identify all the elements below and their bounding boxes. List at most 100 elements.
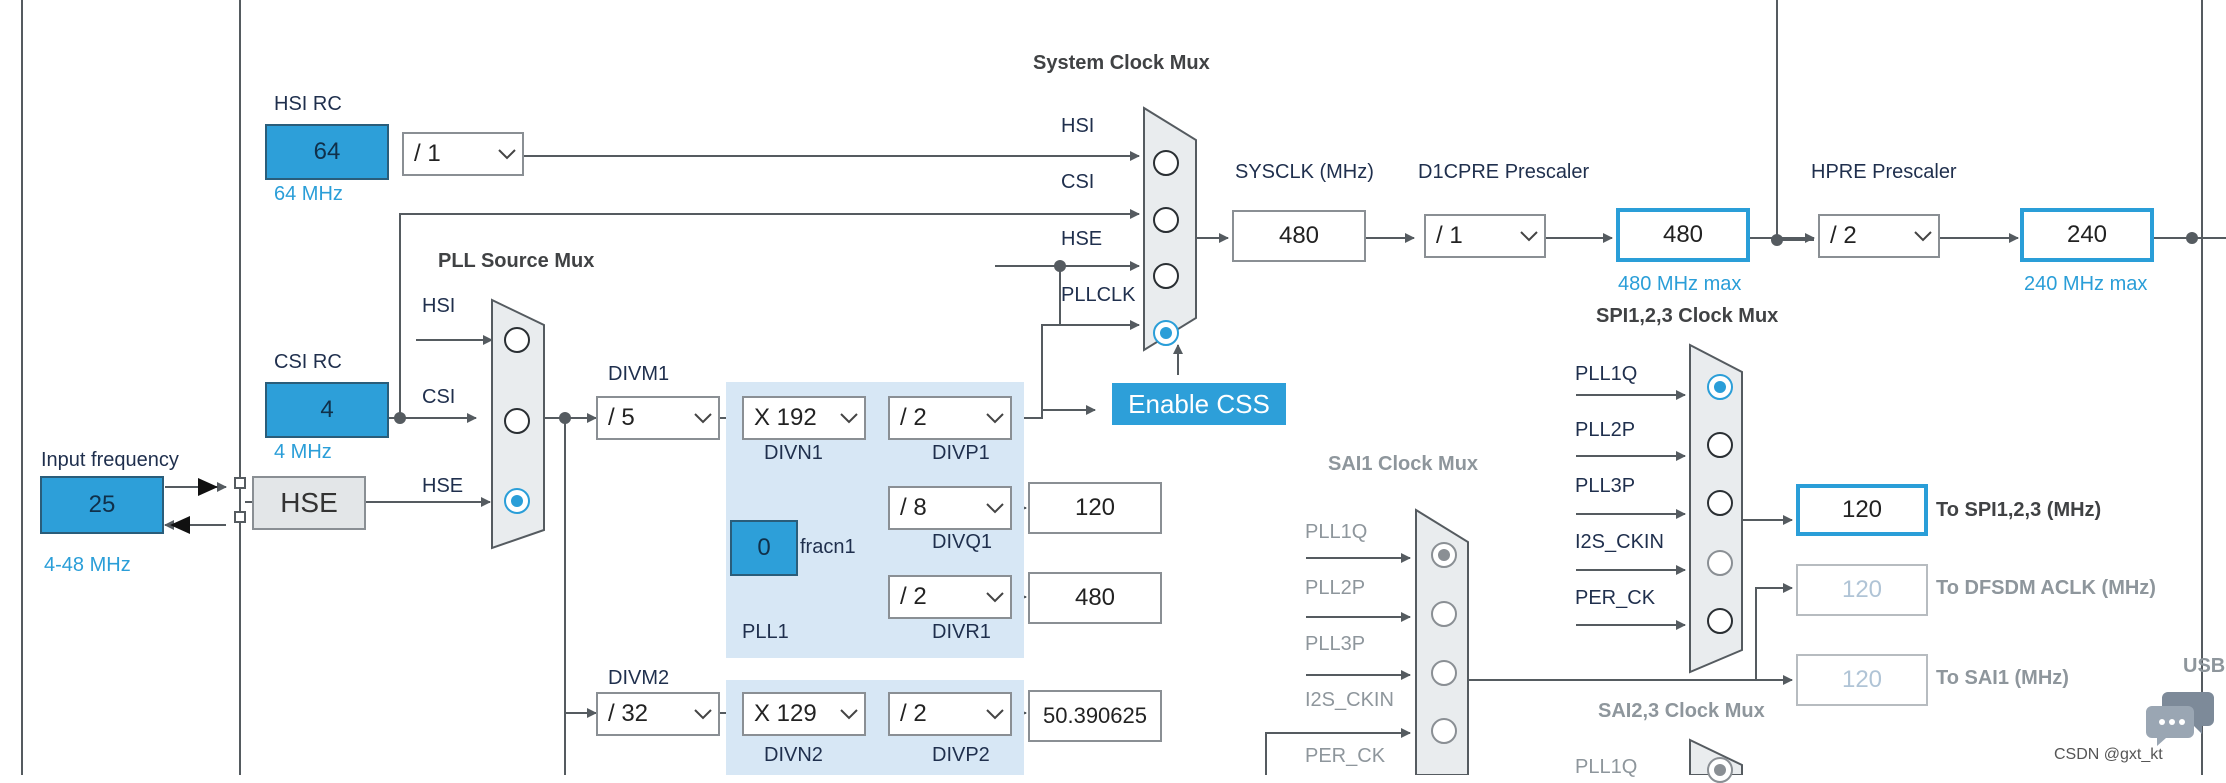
sys-mux-radio-csi[interactable] <box>1153 207 1179 233</box>
hsi-divider-select[interactable]: / 1 <box>402 132 524 176</box>
input-frequency-range: 4-48 MHz <box>44 554 131 576</box>
dfsdm-output-value[interactable]: 120 <box>1796 564 1928 616</box>
sai1-mux-input-i2s-ckin: I2S_CKIN <box>1305 689 1394 711</box>
sai23-mux-radio-pll1q[interactable] <box>1707 757 1733 783</box>
hse-oscillator-box[interactable]: HSE <box>252 476 366 530</box>
sys-mux-input-csi: CSI <box>1061 171 1095 193</box>
spi-mux-radio-pll3p[interactable] <box>1707 490 1733 516</box>
pll-mux-radio-hsi[interactable] <box>504 327 530 353</box>
input-frequency-value[interactable]: 25 <box>40 476 164 534</box>
spi-mux-radio-i2s-ckin[interactable] <box>1707 550 1733 576</box>
spi-mux-input-pll2p: PLL2P <box>1575 419 1636 441</box>
sai1-mux-radio-pll2p[interactable] <box>1431 601 1457 627</box>
sysclk-title: SYSCLK (MHz) <box>1235 161 1374 183</box>
divm2-value: / 32 <box>608 700 649 727</box>
sys-mux-input-hsi: HSI <box>1061 115 1095 137</box>
hpre-divider-select[interactable]: / 2 <box>1818 214 1940 258</box>
csi-rc-value[interactable]: 4 <box>265 382 389 438</box>
spi-mux-radio-pll2p[interactable] <box>1707 432 1733 458</box>
spi-mux-input-per-ck: PER_CK <box>1575 587 1656 609</box>
sys-mux-radio-hse[interactable] <box>1153 263 1179 289</box>
hsi-divider-value: / 1 <box>414 140 441 167</box>
pll1-label: PLL1 <box>742 621 789 643</box>
pll-mux-input-csi: CSI <box>422 386 456 408</box>
fracn1-value[interactable]: 0 <box>730 520 798 576</box>
spi-output-value[interactable]: 120 <box>1796 484 1928 536</box>
spi-output-label: To SPI1,2,3 (MHz) <box>1936 499 2102 521</box>
divn1-value: X 192 <box>754 404 817 431</box>
d1cpre-title: D1CPRE Prescaler <box>1418 161 1590 183</box>
chevron-down-icon <box>688 694 718 734</box>
divn2-value: X 129 <box>754 700 817 727</box>
sys-mux-input-hse: HSE <box>1061 228 1103 250</box>
dfsdm-output-label: To DFSDM ACLK (MHz) <box>1936 577 2156 599</box>
chevron-down-icon <box>688 398 718 438</box>
hsi-rc-value[interactable]: 64 <box>265 124 389 180</box>
pll1q-output-value[interactable]: 120 <box>1028 482 1162 534</box>
divp1-value: / 2 <box>900 404 927 431</box>
divn2-select[interactable]: X 129 <box>742 692 866 736</box>
d1cpre-divider-value: / 1 <box>1436 222 1463 249</box>
spi-mux-input-i2s-ckin: I2S_CKIN <box>1575 531 1664 553</box>
divm1-select[interactable]: / 5 <box>596 396 720 440</box>
hpre-max: 240 MHz max <box>2024 273 2148 295</box>
divm1-value: / 5 <box>608 404 635 431</box>
sai1-output-label: To SAI1 (MHz) <box>1936 667 2069 689</box>
usb-partial-title: USB <box>2183 655 2226 677</box>
fracn1-label: fracn1 <box>800 536 856 558</box>
enable-css-button[interactable]: Enable CSS <box>1112 383 1286 425</box>
divp2-select[interactable]: / 2 <box>888 692 1012 736</box>
pll1r-output-value[interactable]: 480 <box>1028 572 1162 624</box>
divp2-value: / 2 <box>900 700 927 727</box>
sai1-output-value[interactable]: 120 <box>1796 654 1928 706</box>
divp2-label: DIVP2 <box>932 744 990 766</box>
pll2p-output-value[interactable]: 50.390625 <box>1028 690 1162 742</box>
divn1-select[interactable]: X 192 <box>742 396 866 440</box>
sysclk-value[interactable]: 480 <box>1232 210 1366 262</box>
chevron-down-icon <box>1514 216 1544 256</box>
sai23-clock-mux-title: SAI2,3 Clock Mux <box>1598 700 1765 722</box>
sys-mux-radio-pllclk[interactable] <box>1153 320 1179 346</box>
spi-mux-radio-pll1q[interactable] <box>1707 374 1733 400</box>
pll-mux-radio-hse[interactable] <box>504 488 530 514</box>
divr1-select[interactable]: / 2 <box>888 575 1012 619</box>
spi-mux-input-pll1q: PLL1Q <box>1575 363 1638 385</box>
chat-bubble-icon[interactable] <box>2146 688 2216 748</box>
system-clock-mux-title: System Clock Mux <box>1033 52 1210 74</box>
hpre-title: HPRE Prescaler <box>1811 161 1957 183</box>
sai1-mux-radio-i2s-ckin[interactable] <box>1431 718 1457 744</box>
divp1-select[interactable]: / 2 <box>888 396 1012 440</box>
pll-mux-radio-csi[interactable] <box>504 408 530 434</box>
divr1-label: DIVR1 <box>932 621 991 643</box>
hpre-output-value[interactable]: 240 <box>2020 208 2154 262</box>
chevron-down-icon <box>980 488 1010 528</box>
divn2-label: DIVN2 <box>764 744 823 766</box>
sai1-mux-input-pll1q: PLL1Q <box>1305 521 1368 543</box>
divq1-select[interactable]: / 8 <box>888 486 1012 530</box>
chevron-down-icon <box>1908 216 1938 256</box>
sai1-mux-radio-pll3p[interactable] <box>1431 660 1457 686</box>
sai1-mux-input-pll3p: PLL3P <box>1305 633 1366 655</box>
chevron-down-icon <box>834 694 864 734</box>
input-frequency-title: Input frequency <box>41 449 179 471</box>
divm2-select[interactable]: / 32 <box>596 692 720 736</box>
hsi-rc-title: HSI RC <box>274 93 342 115</box>
spi-mux-radio-per-ck[interactable] <box>1707 608 1733 634</box>
csi-rc-title: CSI RC <box>274 351 342 373</box>
chevron-down-icon <box>834 398 864 438</box>
sys-mux-radio-hsi[interactable] <box>1153 150 1179 176</box>
spi-mux-input-pll3p: PLL3P <box>1575 475 1636 497</box>
sai1-mux-input-per-ck: PER_CK <box>1305 745 1386 767</box>
chevron-down-icon <box>980 577 1010 617</box>
sai23-mux-input-pll1q: PLL1Q <box>1575 756 1638 778</box>
chevron-down-icon <box>980 694 1010 734</box>
pll-source-mux-title: PLL Source Mux <box>438 250 595 272</box>
d1cpre-divider-select[interactable]: / 1 <box>1424 214 1546 258</box>
sai1-clock-mux-title: SAI1 Clock Mux <box>1328 453 1479 475</box>
spi-clock-mux-title: SPI1,2,3 Clock Mux <box>1596 305 1779 327</box>
sai1-mux-radio-pll1q[interactable] <box>1431 542 1457 568</box>
divr1-value: / 2 <box>900 583 927 610</box>
csdn-watermark: CSDN @gxt_kt <box>2054 746 2163 763</box>
hpre-divider-value: / 2 <box>1830 222 1857 249</box>
d1cpre-output-value[interactable]: 480 <box>1616 208 1750 262</box>
